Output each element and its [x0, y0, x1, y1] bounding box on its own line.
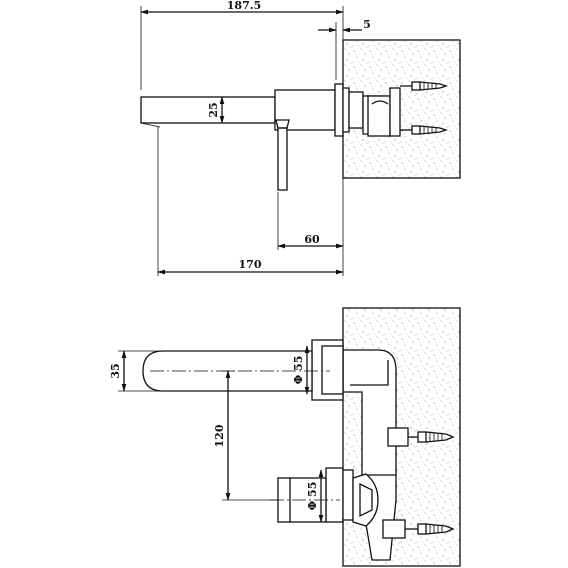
concealed-valve-top	[348, 81, 449, 137]
top-view: 187.5 5 25 60 170	[140, 0, 461, 276]
dim-handle-plate-diameter: Φ 55	[306, 482, 319, 511]
dim-total-length: 187.5	[227, 0, 261, 12]
handle-lever-top	[277, 127, 288, 191]
wall-screw-upper	[400, 81, 449, 91]
dim-projection: 170	[239, 258, 262, 271]
spout-top	[140, 96, 276, 124]
handle-wall-plate	[325, 467, 344, 523]
wall-screw-side-upper	[408, 431, 455, 443]
dim-wall-gap: 5	[363, 18, 371, 31]
side-view: 35 Φ 55 120 Φ 55	[109, 307, 461, 567]
dim-spout-height-side: 35	[109, 363, 122, 378]
mixer-body-top	[274, 89, 336, 131]
wall-screw-lower	[400, 125, 449, 135]
dim-spout-plate-diameter: Φ 55	[292, 356, 305, 385]
wall-screw-side-lower	[405, 523, 455, 535]
dim-spout-height-top: 25	[207, 102, 220, 117]
dim-center-distance: 120	[213, 424, 226, 447]
dim-handle-offset: 60	[304, 233, 320, 246]
